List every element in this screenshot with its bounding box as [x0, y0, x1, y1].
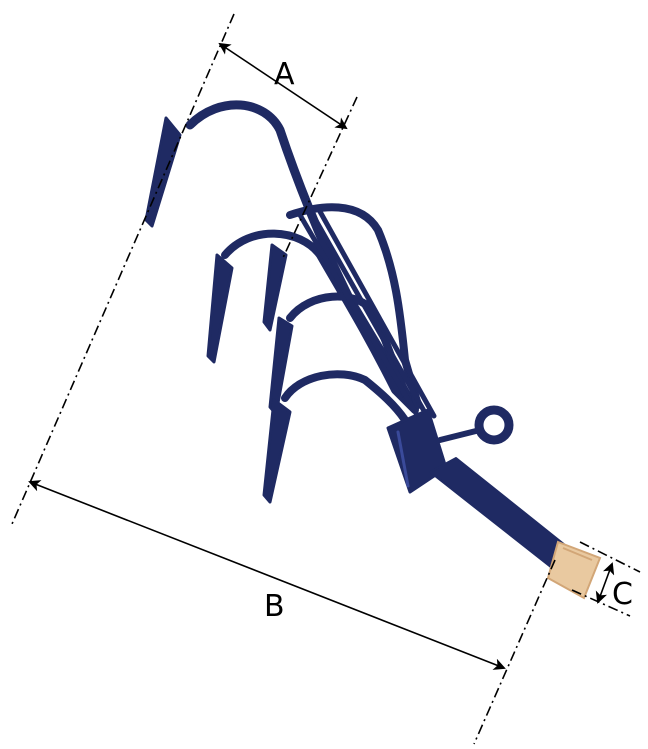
handle-socket: [429, 457, 566, 569]
dimension-lines: [11, 13, 641, 745]
shaft-rods: [297, 205, 437, 423]
dimension-a-label: A: [274, 57, 295, 92]
tine-2-blade: [206, 253, 234, 364]
dimension-b-line: [28, 480, 506, 670]
extension-line-right: [473, 559, 556, 745]
tine-5-blade: [262, 398, 292, 504]
eye-bolt-ring: [474, 405, 514, 445]
tine-4: [286, 292, 412, 404]
tine-5: [281, 370, 409, 424]
cultivator-tool: [144, 100, 566, 569]
tine-2: [221, 229, 419, 414]
dimension-c-line: [595, 562, 615, 604]
wooden-handle: [546, 540, 602, 600]
tine-1-blade: [144, 116, 182, 228]
extension-line-c-top: [579, 541, 641, 573]
tine-3-blade: [262, 243, 288, 332]
eye-bolt-stem: [437, 427, 483, 443]
dimension-a-line: [218, 42, 348, 130]
tine-3: [286, 203, 422, 409]
extension-line-left: [11, 13, 235, 525]
clamp-block-highlight: [396, 430, 410, 488]
clamp-block: [386, 408, 448, 494]
dimension-c-label: C: [612, 577, 633, 612]
dimension-b-label: B: [264, 589, 285, 624]
